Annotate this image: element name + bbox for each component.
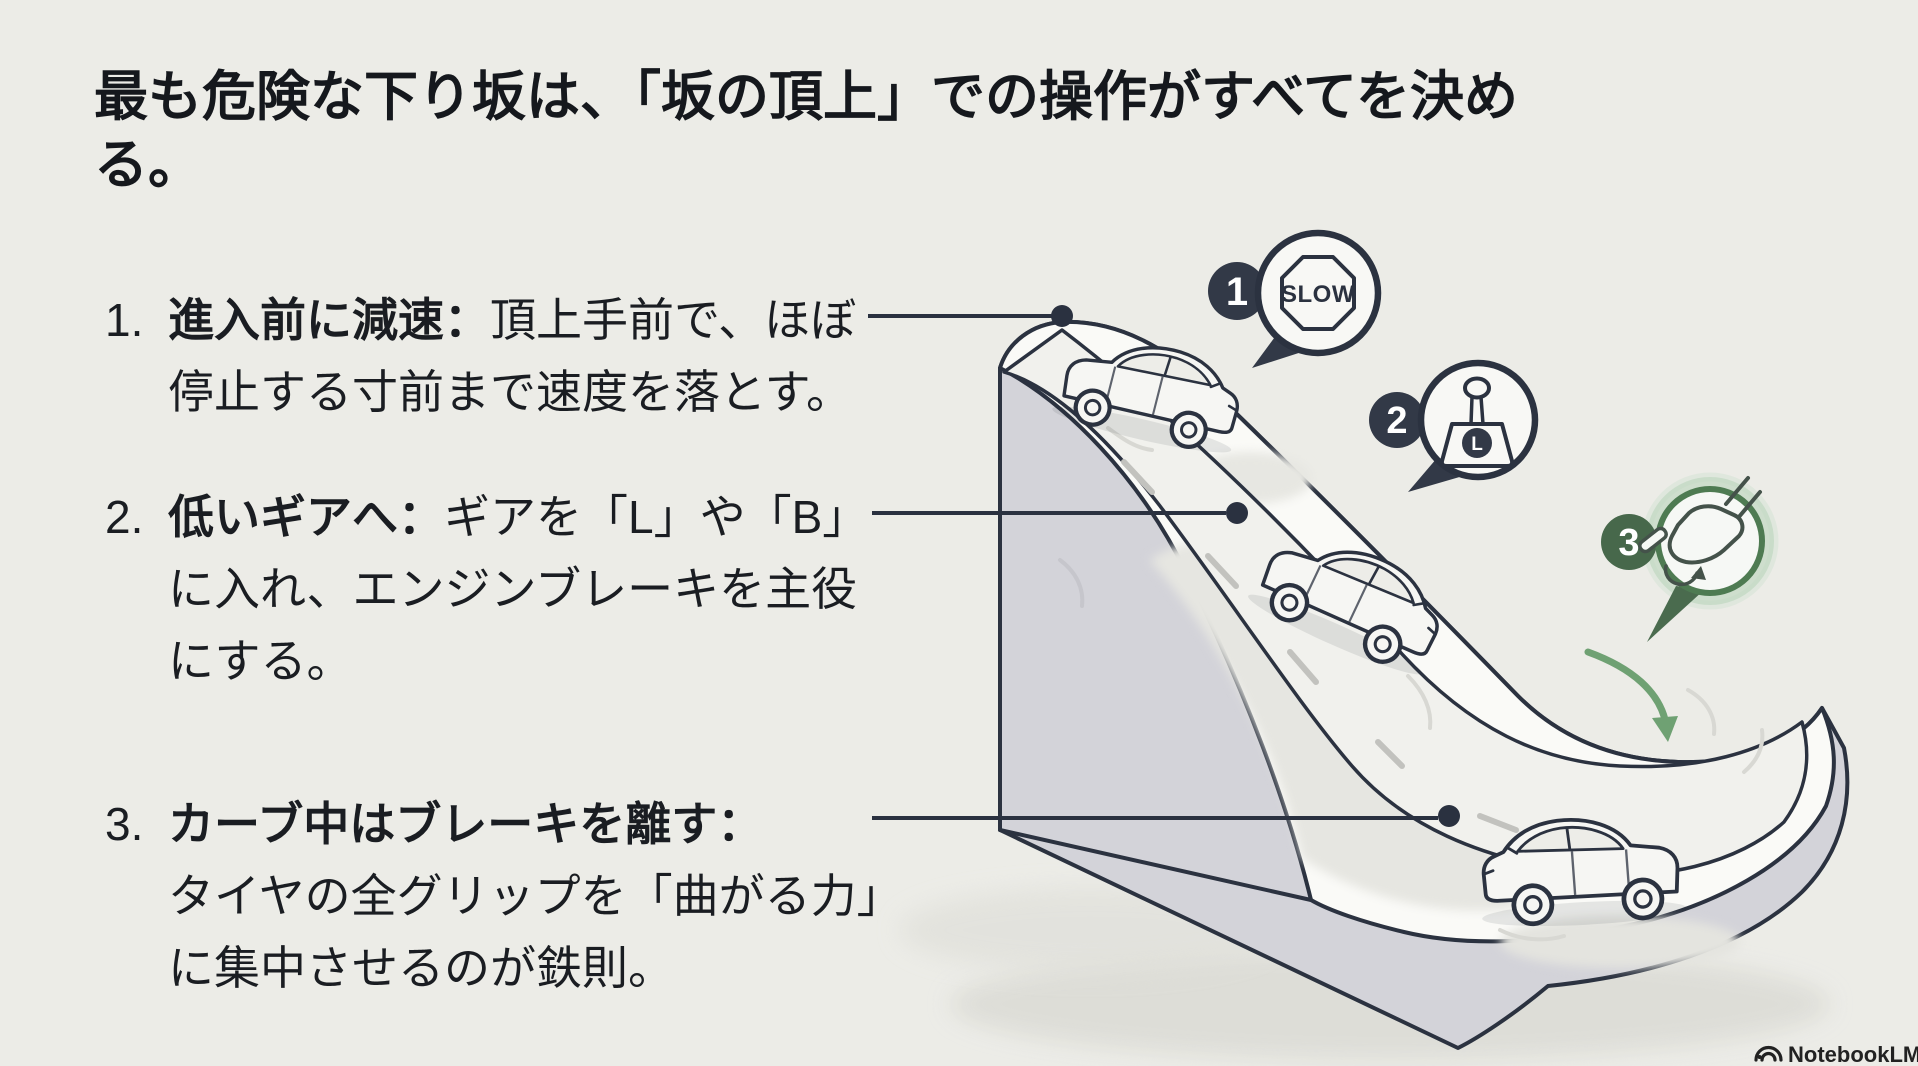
callout-1-bubble (1254, 229, 1382, 357)
brake-pedal-release-icon (1638, 476, 1762, 587)
step-number: 3. (105, 798, 144, 850)
callout-3-release-brake: 3 (1601, 472, 1779, 642)
leader-dot-3 (1438, 805, 1460, 827)
callout-1-tail (1252, 330, 1308, 368)
step-item-3: 3. カーブ中はブレーキを離す： タイヤの全グリップを「曲がる力」 に集中させる… (105, 788, 948, 1004)
gear-letter: L (1471, 434, 1483, 455)
step-number: 2. (105, 491, 144, 543)
callout-3-tail (1647, 586, 1704, 642)
callout-3-number: 3 (1618, 522, 1639, 564)
step-text: にする。 (168, 635, 353, 687)
road (1002, 328, 1809, 878)
step-text: タイヤの全グリップを「曲がる力」 (168, 870, 903, 922)
step-lead: 低いギアへ： (168, 491, 444, 543)
step-lead: 進入前に減速： (168, 294, 490, 346)
callout-2-badge (1369, 392, 1425, 448)
leader-dots (1051, 305, 1460, 827)
step-text: ギアを「L」や「B」 (444, 491, 869, 543)
leader-lines (868, 314, 1438, 820)
callout-1-number: 1 (1226, 270, 1248, 314)
step-text: 停止する寸前まで速度を落とす。 (168, 366, 853, 418)
step-text: に集中させるのが鉄則。 (168, 942, 674, 994)
callout-2-low-gear: L 2 (1369, 359, 1539, 492)
callout-3-badge (1601, 514, 1657, 570)
leader-dot-2 (1226, 502, 1248, 524)
step-text: に入れ、エンジンブレーキを主役 (168, 563, 858, 615)
step-text: 頂上手前で、ほぼ (490, 294, 857, 346)
step-lead: カーブ中はブレーキを離す： (168, 798, 764, 850)
terrain-texture (1058, 426, 1765, 942)
callout-1-slow: SLOW 1 (1208, 229, 1382, 368)
leader-dot-1 (1051, 305, 1073, 327)
gear-shift-low-icon: L (1439, 376, 1515, 468)
curve-arrow (1584, 648, 1678, 742)
slow-sign-icon (1280, 255, 1356, 331)
step-item-2: 2. 低いギアへ：ギアを「L」や「B」 に入れ、エンジンブレーキを主役 にする。 (105, 481, 948, 697)
step-number: 1. (105, 294, 144, 346)
steps-list: 1. 進入前に減速：頂上手前で、ほぼ 停止する寸前まで速度を落とす。 2. 低い… (0, 0, 903, 1066)
callout-2-number: 2 (1386, 400, 1407, 442)
notebooklm-logo-icon (1754, 1045, 1783, 1062)
base-front-edge (998, 828, 1313, 902)
watermark-brand: NotebookLM (1788, 1042, 1918, 1066)
callout-1-badge (1208, 262, 1266, 320)
slow-sign-label: SLOW (1281, 281, 1355, 308)
page-title: 最も危険な下り坂は、「坂の頂上」での操作がすべてを決める。 (94, 67, 1518, 195)
step-item-1: 1. 進入前に減速：頂上手前で、ほぼ 停止する寸前まで速度を落とす。 (105, 284, 948, 428)
watermark: NotebookLM (1754, 1042, 1918, 1066)
